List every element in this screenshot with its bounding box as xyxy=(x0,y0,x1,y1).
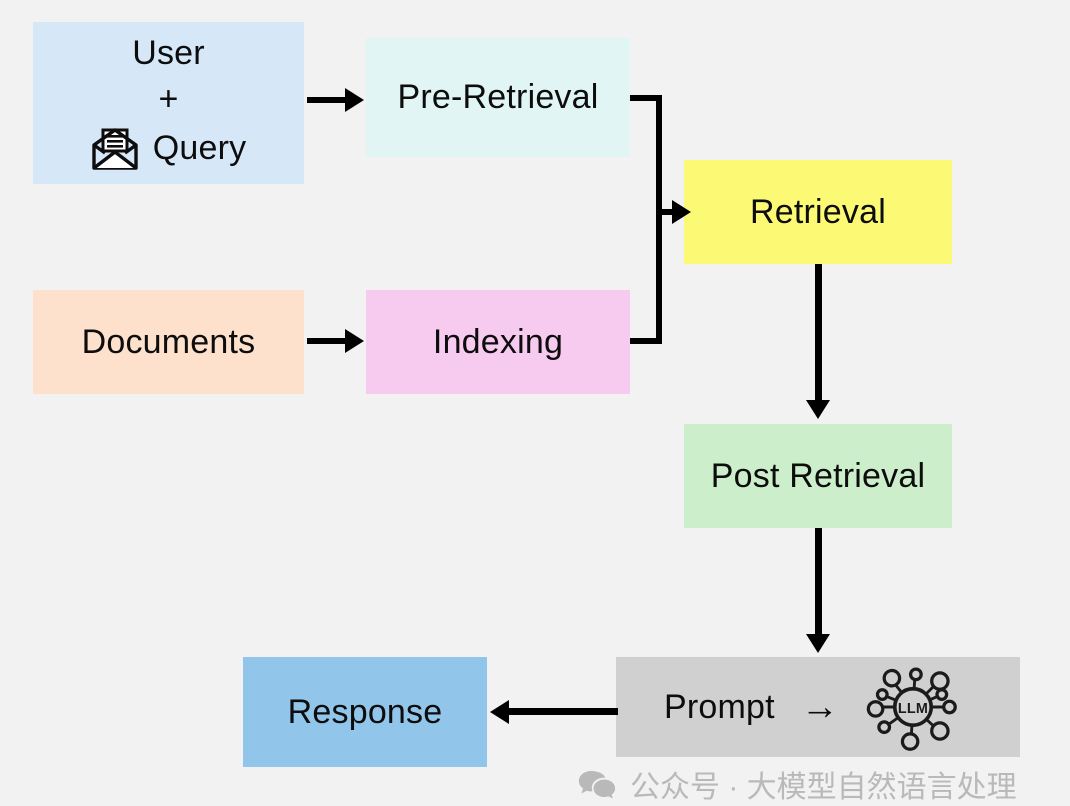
edge-prompt-to-response xyxy=(508,708,618,715)
node-post-retrieval[interactable]: Post Retrieval xyxy=(684,424,952,528)
node-post-retrieval-label: Post Retrieval xyxy=(710,456,926,495)
edge-merge-bus-vertical xyxy=(656,95,662,341)
edge-post-to-prompt xyxy=(815,528,822,640)
llm-network-icon: LLM xyxy=(865,659,961,755)
node-user-query-label: Query xyxy=(152,129,247,168)
node-user-query[interactable]: User + Query xyxy=(33,22,304,184)
node-prompt[interactable]: Prompt → xyxy=(616,657,1020,757)
watermark: 公众号 · 大模型自然语言处理 xyxy=(578,762,1017,806)
node-user-query-row: Query xyxy=(91,127,247,170)
node-documents-label: Documents xyxy=(81,322,256,361)
node-retrieval-label: Retrieval xyxy=(750,192,886,231)
open-envelope-icon xyxy=(91,127,139,170)
right-arrow-icon: → xyxy=(800,686,839,728)
node-prompt-row: Prompt → xyxy=(664,659,961,755)
llm-icon-label: LLM xyxy=(898,701,928,717)
node-documents[interactable]: Documents xyxy=(33,290,304,394)
edge-documents-to-indexing xyxy=(307,338,349,344)
node-pre-retrieval[interactable]: Pre-Retrieval xyxy=(366,38,630,157)
node-response[interactable]: Response xyxy=(243,657,487,767)
edge-retrieval-to-post-arrowhead xyxy=(806,400,830,419)
edge-user-to-pre-arrowhead xyxy=(345,88,364,112)
wechat-icon xyxy=(578,769,616,799)
node-retrieval[interactable]: Retrieval xyxy=(684,160,952,264)
edge-retrieval-to-post xyxy=(815,264,822,406)
edge-user-to-pre xyxy=(307,97,349,103)
node-pre-retrieval-label: Pre-Retrieval xyxy=(397,78,599,116)
edge-pre-to-bus xyxy=(630,95,662,101)
node-user-plus: + xyxy=(158,80,179,118)
watermark-text: 公众号 · 大模型自然语言处理 xyxy=(630,771,1017,804)
edge-bus-to-retrieval-arrowhead xyxy=(672,200,691,224)
edge-post-to-prompt-arrowhead xyxy=(806,634,830,653)
edge-bus-to-retrieval xyxy=(656,209,678,215)
node-indexing-label: Indexing xyxy=(432,322,564,361)
edge-documents-to-indexing-arrowhead xyxy=(345,329,364,353)
node-user-title: User xyxy=(132,34,205,73)
node-prompt-label: Prompt xyxy=(664,687,775,726)
edge-indexing-to-bus xyxy=(630,338,662,344)
edge-prompt-to-response-arrowhead xyxy=(490,700,509,724)
node-response-label: Response xyxy=(287,692,443,731)
node-indexing[interactable]: Indexing xyxy=(366,290,630,394)
